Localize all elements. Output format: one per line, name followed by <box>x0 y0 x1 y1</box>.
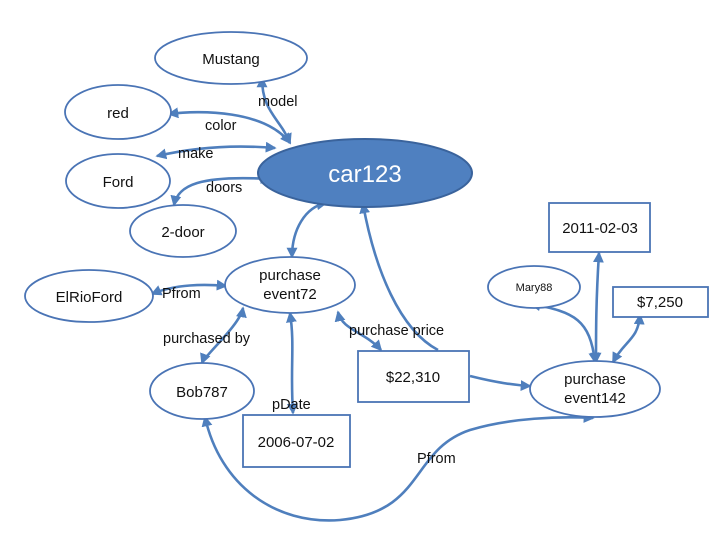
node-label-elrioford: ElRioFord <box>56 289 123 306</box>
node-label-mustang: Mustang <box>202 51 260 68</box>
node-elrioford: ElRioFord <box>24 269 154 323</box>
node-label-bob787: Bob787 <box>176 384 228 401</box>
node-date-2011: 2011-02-03 <box>548 202 651 253</box>
node-ford: Ford <box>65 153 171 209</box>
edge-purchased-by <box>200 306 247 365</box>
edge-color <box>167 107 292 145</box>
node-price-22310: $22,310 <box>357 350 470 403</box>
node-label-mary88: Mary88 <box>516 282 553 294</box>
node-date-2006: 2006-07-02 <box>242 414 351 468</box>
edge-pdate <box>286 311 298 415</box>
node-bob787: Bob787 <box>149 362 255 420</box>
edge-label-purchase-price: purchase price <box>349 323 444 339</box>
edge-car-purchase72 <box>286 199 328 259</box>
node-label-2-door: 2-door <box>161 224 204 241</box>
node-label-purchase-event72-line1: purchase <box>259 267 321 284</box>
edge-pfrom-elrioford <box>150 279 228 296</box>
edge-label-doors: doors <box>206 180 242 196</box>
edge-make <box>155 141 277 160</box>
node-purchase-event142: purchase event142 <box>529 360 661 418</box>
edge-doors <box>170 173 272 207</box>
edge-label-color: color <box>205 118 237 134</box>
node-2-door: 2-door <box>129 204 237 258</box>
node-label-date-2006: 2006-07-02 <box>258 434 335 451</box>
node-label-car123: car123 <box>328 161 401 188</box>
edge-label-pfrom-142: Pfrom <box>417 451 456 467</box>
node-label-date-2011: 2011-02-03 <box>562 220 638 237</box>
node-label-price-7250: $7,250 <box>637 294 683 311</box>
edge-label-make: make <box>178 146 213 162</box>
node-mary88: Mary88 <box>487 265 581 309</box>
node-label-red: red <box>107 105 129 122</box>
edge-model <box>256 76 292 145</box>
edge-price-purchase142 <box>469 374 532 391</box>
node-price-7250: $7,250 <box>612 286 709 318</box>
node-mustang: Mustang <box>154 31 308 85</box>
node-purchase-event72: purchase event72 <box>224 256 356 314</box>
edge-mary88 <box>529 300 600 364</box>
node-red: red <box>64 84 172 140</box>
edge-label-model: model <box>258 94 298 110</box>
edge-purchase-price <box>334 310 383 352</box>
edge-pfrom-bob-purchase142 <box>201 411 595 522</box>
node-label-purchase-event72-line2: event72 <box>263 286 316 303</box>
node-label-price-22310: $22,310 <box>386 369 440 386</box>
edge-labels: model color make doors Pfrom purchased b… <box>162 94 456 467</box>
node-car123: car123 <box>257 138 473 208</box>
edge-price-car <box>359 202 439 352</box>
edge-label-pdate: pDate <box>272 397 311 413</box>
edge-label-pfrom-72: Pfrom <box>162 286 201 302</box>
edge-date-2011 <box>590 251 604 364</box>
edge-label-purchased-by: purchased by <box>163 331 251 347</box>
node-label-purchase-event142-line1: purchase <box>564 371 626 388</box>
node-label-purchase-event142-line2: event142 <box>564 390 626 407</box>
node-label-ford: Ford <box>103 174 134 191</box>
edge-price-7250 <box>611 313 645 364</box>
